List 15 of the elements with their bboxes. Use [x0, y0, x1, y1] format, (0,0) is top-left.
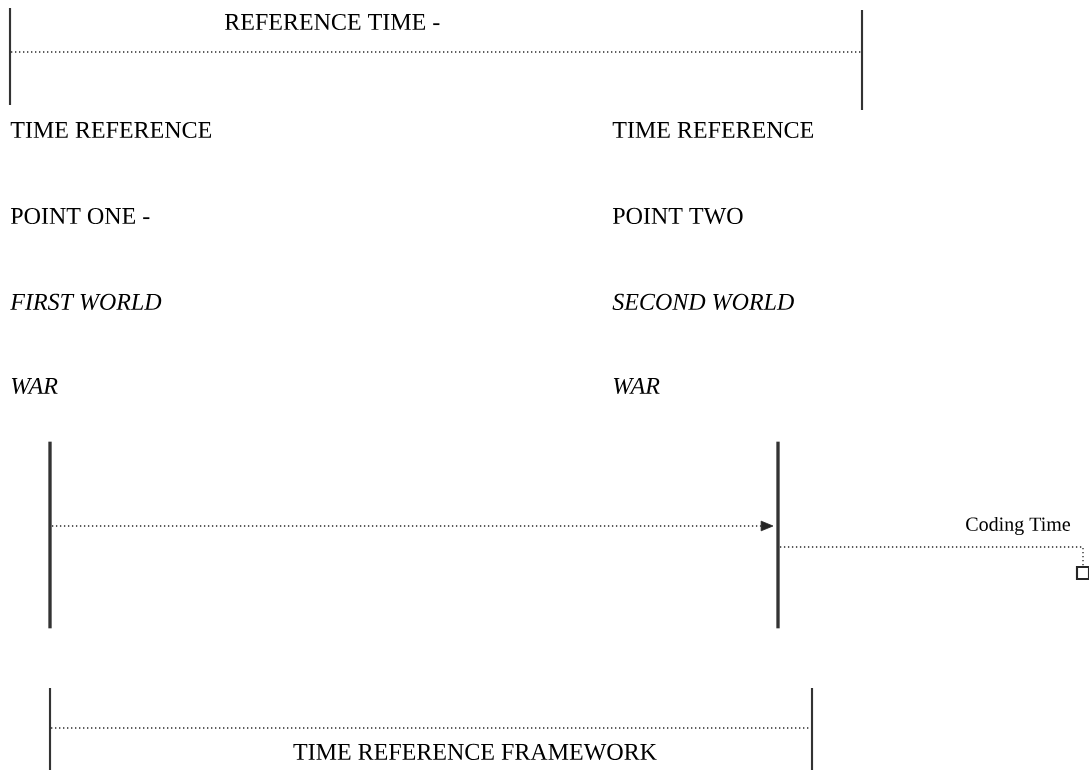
label: POINT ONE -: [10, 207, 150, 225]
arrow: [51, 520, 774, 532]
edge-label: Coding Time: [966, 516, 1070, 536]
label: TIME REFERENCE FRAMEWORK: [293, 743, 657, 761]
label: TIME REFERENCE: [10, 121, 212, 139]
label: FIRST WORLD: [10, 293, 162, 311]
label: TIME REFERENCE: [612, 121, 814, 139]
connector-line: [779, 546, 1084, 567]
label: SECOND WORLD: [612, 293, 794, 311]
label: WAR: [11, 377, 58, 395]
time-bar: [776, 441, 780, 629]
time-bar: [48, 441, 52, 629]
label: WAR: [613, 377, 660, 395]
label: POINT TWO: [612, 207, 743, 225]
label: REFERENCE TIME -: [224, 13, 440, 31]
